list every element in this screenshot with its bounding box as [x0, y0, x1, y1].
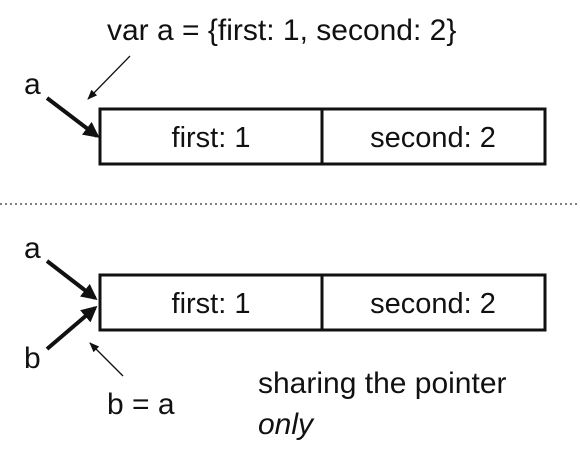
pointer-arrow-a: [45, 96, 100, 138]
pointer-arrow-b: [45, 305, 98, 351]
object-box: first: 1 second: 2: [98, 107, 547, 166]
code-label: var a = {first: 1, second: 2}: [107, 14, 456, 47]
assignment-label: b = a: [107, 388, 175, 421]
object-box: first: 1 second: 2: [98, 273, 547, 332]
variable-a-label: a: [24, 232, 41, 265]
variable-b-label: b: [24, 342, 41, 375]
cell-second: second: 2: [370, 288, 496, 320]
note-line-2: only: [258, 408, 315, 441]
assignment-arrow: [89, 342, 124, 377]
variable-a-label: a: [24, 68, 41, 101]
cell-first: first: 1: [172, 288, 251, 320]
note-line-1: sharing the pointer: [258, 367, 507, 400]
code-label-arrow: [87, 55, 131, 100]
pointer-arrow-a: [45, 259, 98, 300]
cell-second: second: 2: [370, 122, 496, 154]
cell-first: first: 1: [172, 122, 251, 154]
